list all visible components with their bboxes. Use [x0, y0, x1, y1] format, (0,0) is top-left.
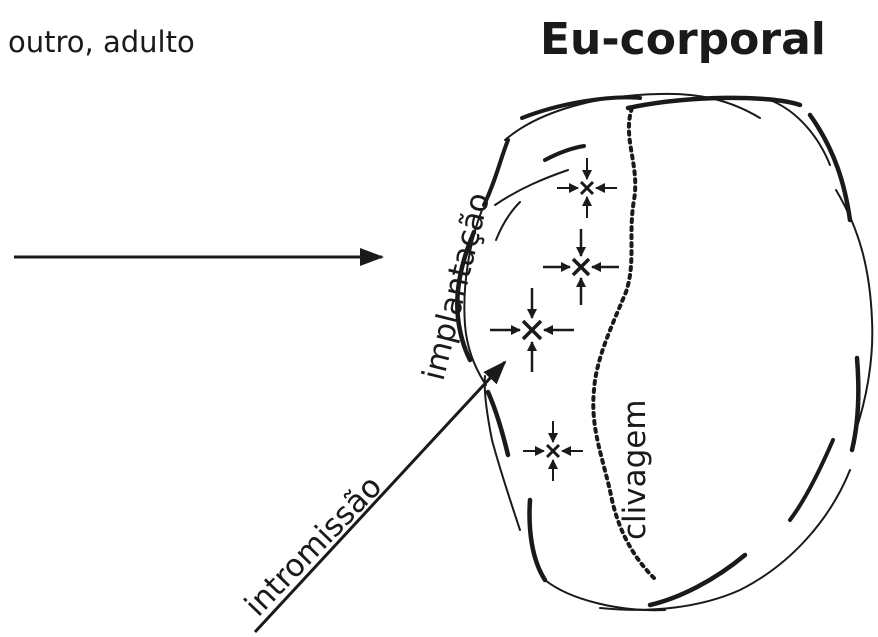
- convergence-marker-4: [523, 421, 583, 481]
- label-clivagem: clivagem: [617, 399, 653, 540]
- intromissao-arrow: [253, 360, 507, 634]
- clivagem-dotted-line: [591, 106, 656, 580]
- label-intromissao: intromissão: [238, 469, 389, 624]
- body-contour: [455, 92, 874, 612]
- label-outro-adulto: outro, adulto: [8, 25, 195, 59]
- convergence-marker-2: [543, 229, 619, 305]
- title-eu-corporal: Eu-corporal: [540, 14, 826, 65]
- convergence-marker-3: [490, 288, 574, 372]
- convergence-marker-1: [557, 158, 617, 218]
